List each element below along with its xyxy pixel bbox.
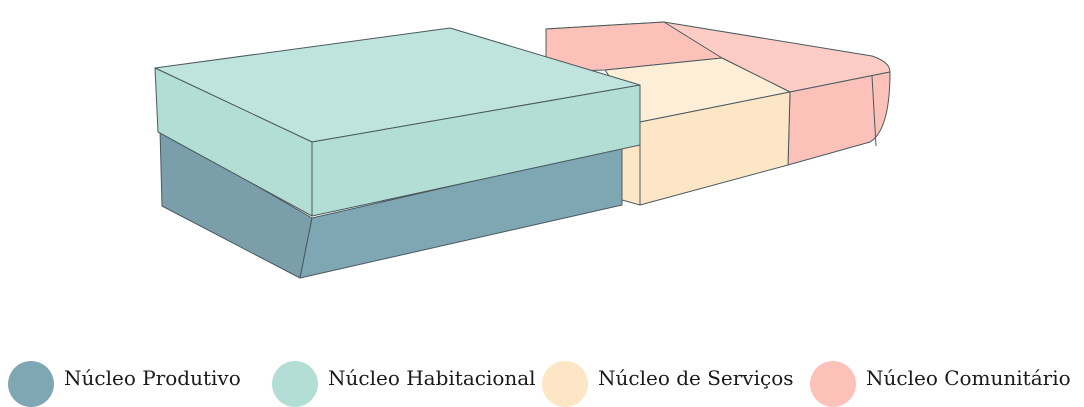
legend-label: Núcleo Comunitário [866,366,1071,390]
block-nucleo-habitacional [154,27,641,217]
comunitario-front [787,71,891,166]
legend-label: Núcleo Produtivo [64,366,241,390]
legend-swatch-circle [810,361,856,407]
legend-label: Núcleo de Serviços [598,366,794,390]
massing-diagram [154,21,891,279]
legend: Núcleo Produtivo Núcleo Habitacional Núc… [0,353,1084,407]
legend-swatch-circle [272,361,318,407]
habitacional-front [311,84,641,217]
legend-swatch-circle [542,361,588,407]
legend-label: Núcleo Habitacional [328,366,536,390]
legend-swatch-circle [8,361,54,407]
comunitario-edge [871,75,877,147]
block-nucleo-comunitario [545,21,891,166]
